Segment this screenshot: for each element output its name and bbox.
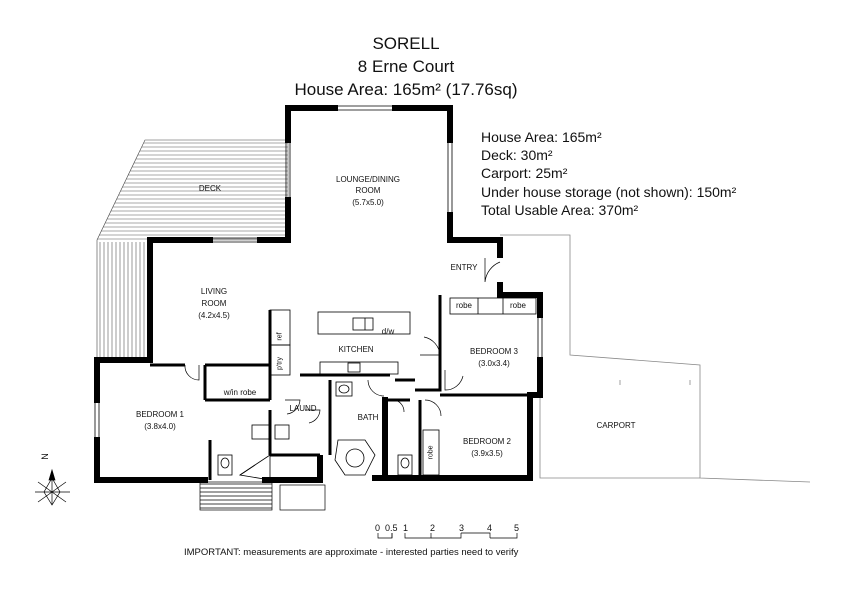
- label-ref: ref: [276, 332, 284, 341]
- scale-label: 1: [403, 523, 409, 533]
- label-living-room: ROOM: [201, 299, 227, 308]
- label-robe-bedroom2: robe: [427, 445, 435, 460]
- kitchen-bench: [319, 361, 399, 375]
- label-bedroom2: BEDROOM 2: [462, 437, 512, 446]
- label-carport: CARPORT: [596, 421, 636, 430]
- stat-deck: Deck: 30m²: [481, 147, 553, 163]
- stat-storage: Under house storage (not shown): 150m²: [481, 184, 737, 200]
- suburb-title: SORELL: [372, 34, 440, 53]
- label-pantry: p'try: [276, 356, 284, 371]
- scale-label: 0.5: [385, 523, 398, 533]
- label-living-dims: (4.2x4.5): [198, 311, 230, 320]
- windows: [94, 105, 543, 440]
- label-living: LIVING: [200, 287, 228, 296]
- label-bedroom2-dims: (3.9x3.5): [471, 449, 503, 458]
- bedroom2-robe: [422, 429, 440, 476]
- label-robe-right: robe: [509, 301, 527, 310]
- label-kitchen: KITCHEN: [338, 345, 374, 354]
- address-title: 8 Erne Court: [357, 57, 455, 76]
- stairs: [199, 481, 326, 511]
- label-robe-left: robe: [455, 301, 473, 310]
- doors: [184, 258, 501, 424]
- label-bath: BATH: [357, 413, 379, 422]
- label-dishwasher: d/w: [381, 327, 395, 336]
- label-bedroom1: BEDROOM 1: [135, 410, 185, 419]
- carport-outline: [500, 234, 811, 483]
- scale-label: 0: [375, 523, 381, 533]
- bath-fixtures: [217, 309, 413, 481]
- scale-label: 3: [459, 523, 465, 533]
- scale-label: 5: [514, 523, 520, 533]
- compass-north-label: N: [39, 453, 50, 460]
- disclaimer-note: IMPORTANT: measurements are approximate …: [184, 547, 519, 558]
- label-lounge-dims: (5.7x5.0): [352, 198, 384, 207]
- scale-label: 2: [430, 523, 436, 533]
- label-lounge-room: ROOM: [355, 186, 381, 195]
- bedroom3-robes: [449, 297, 537, 315]
- label-lounge: LOUNGE/DINING: [335, 175, 401, 184]
- internal-walls: [150, 295, 530, 480]
- stat-total: Total Usable Area: 370m²: [481, 202, 639, 218]
- kitchen-island: [317, 311, 411, 335]
- walls: [94, 105, 543, 483]
- label-bedroom3-dims: (3.0x3.4): [478, 359, 510, 368]
- label-bedroom1-dims: (3.8x4.0): [144, 422, 176, 431]
- scale-bar: [377, 532, 518, 539]
- scale-label: 4: [487, 523, 493, 533]
- label-laundry: LAUND: [289, 404, 317, 413]
- label-walk-in-robe: w/in robe: [223, 388, 257, 397]
- label-bedroom3: BEDROOM 3: [469, 347, 519, 356]
- label-entry: ENTRY: [450, 263, 478, 272]
- compass-icon: [35, 468, 70, 506]
- stat-carport: Carport: 25m²: [481, 165, 568, 181]
- label-deck: DECK: [198, 184, 222, 193]
- house-area-title: House Area: 165m² (17.76sq): [294, 80, 518, 99]
- stat-house-area: House Area: 165m²: [481, 129, 602, 145]
- deck-hatch: [96, 139, 289, 361]
